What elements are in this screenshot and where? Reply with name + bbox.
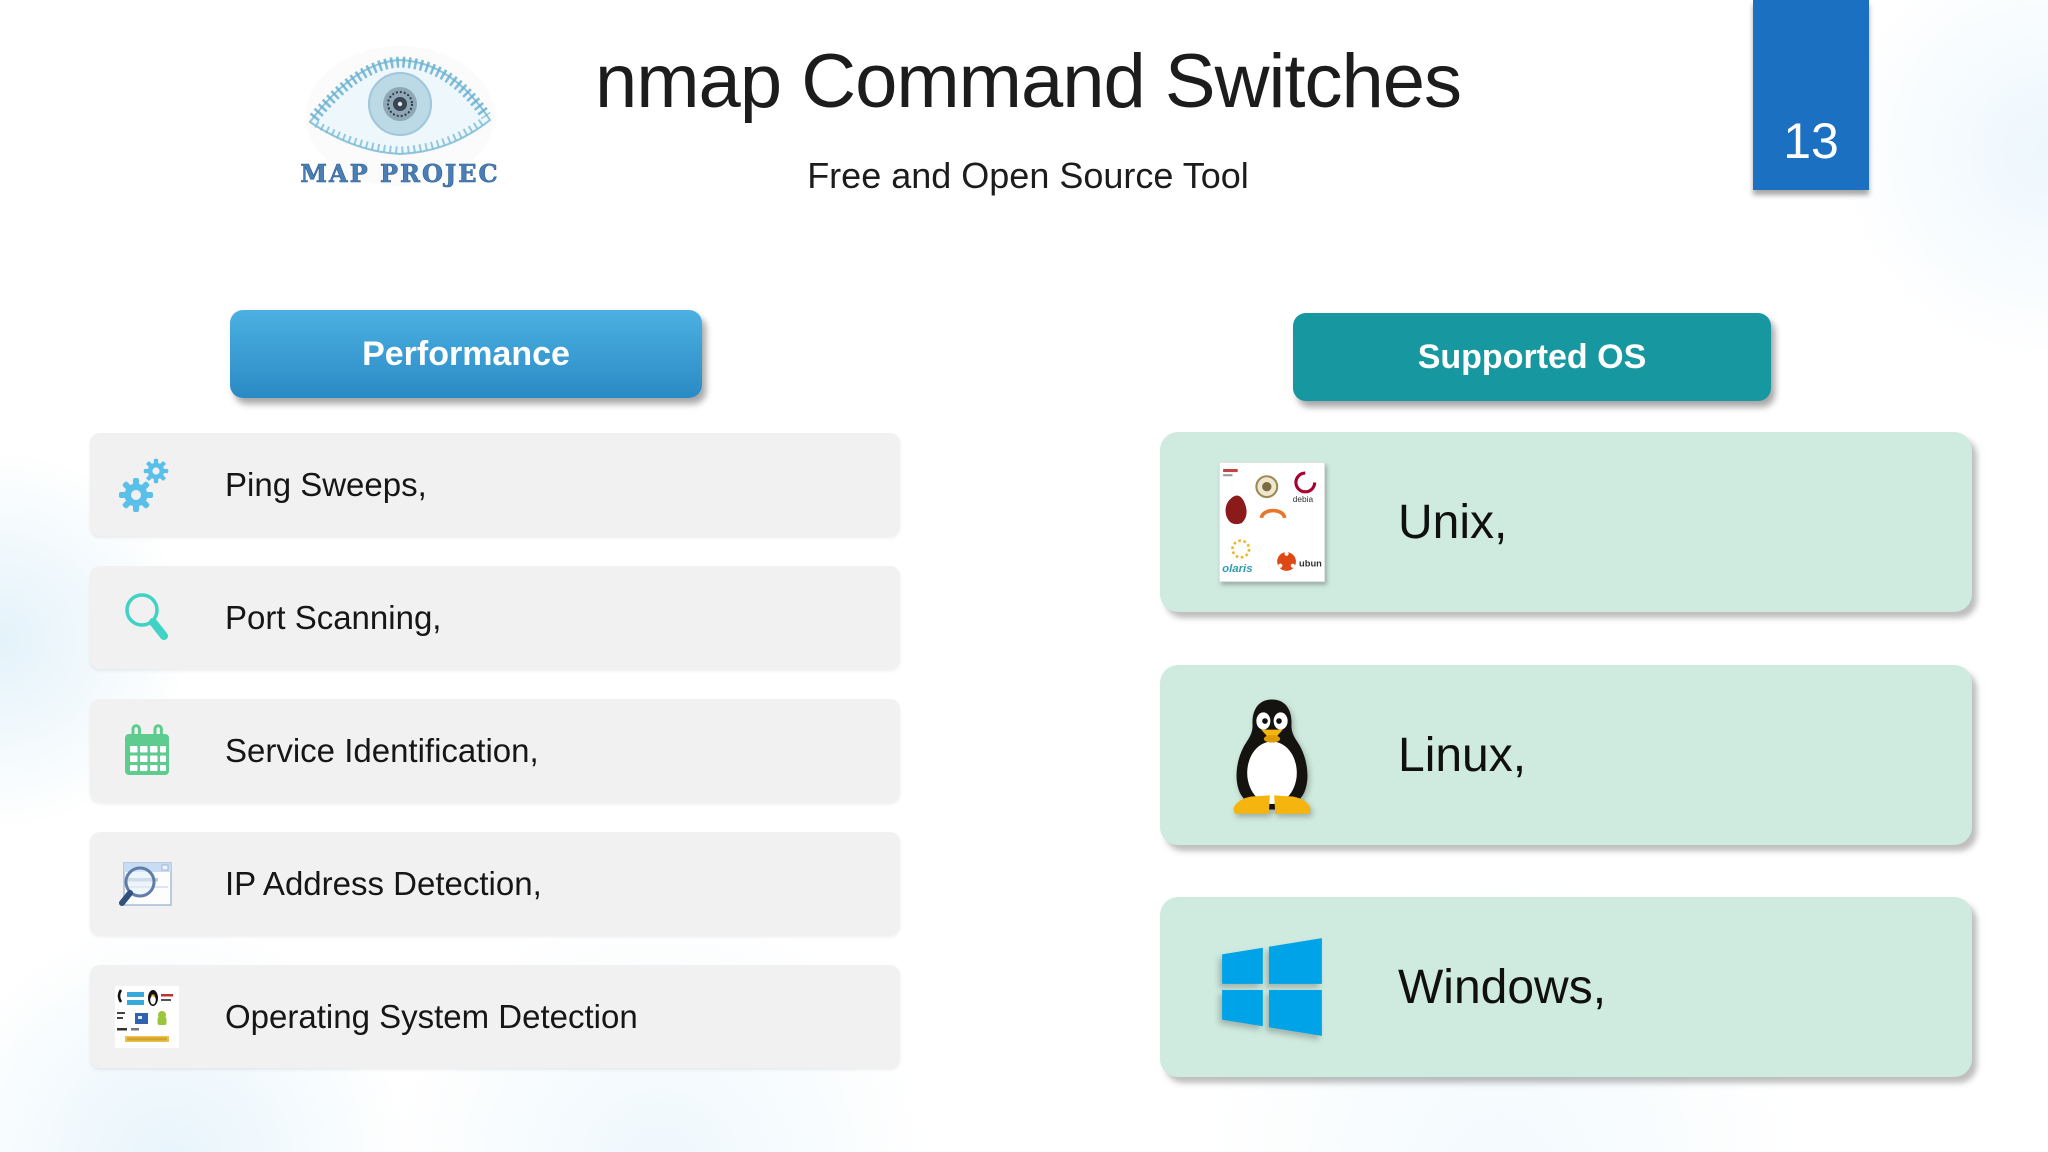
nmap-project-eye-logo: MAP PROJEC	[300, 42, 500, 194]
os-label: Unix,	[1398, 495, 1508, 549]
os-collage-icon	[115, 984, 179, 1050]
feature-row-port-scanning: Port Scanning,	[90, 566, 900, 669]
window-search-icon	[115, 851, 179, 917]
feature-row-os-detection: Operating System Detection	[90, 965, 900, 1068]
gears-icon	[115, 452, 179, 518]
logo-caption: MAP PROJEC	[300, 159, 499, 188]
supported-os-header-label: Supported OS	[1417, 337, 1647, 376]
debian-logo-text: debia	[1293, 494, 1314, 504]
performance-header-label: Performance	[362, 334, 570, 373]
ubuntu-logo-text: ubun	[1299, 559, 1322, 569]
page-subtitle: Free and Open Source Tool	[807, 155, 1249, 196]
supported-os-header: Supported OS	[1293, 313, 1771, 401]
eye-logo-graphic: MAP PROJEC	[300, 46, 499, 188]
feature-label: Ping Sweeps,	[225, 465, 427, 503]
os-label: Linux,	[1398, 728, 1527, 782]
os-card-windows: Windows,	[1160, 897, 1972, 1077]
unix-logos-icon: debia olaris ubun	[1216, 458, 1328, 586]
tux-penguin-icon	[1216, 691, 1328, 819]
feature-label: Service Identification,	[225, 731, 539, 769]
magnifier-icon	[115, 585, 179, 651]
os-card-unix: debia olaris ubun Unix,	[1160, 432, 1972, 612]
feature-label: Operating System Detection	[225, 997, 638, 1035]
os-label: Windows,	[1398, 960, 1607, 1014]
feature-row-service-identification: Service Identification,	[90, 699, 900, 802]
slide-header: nmap Command Switches Free and Open Sour…	[478, 38, 1578, 197]
slide-number-badge: 13	[1753, 0, 1869, 190]
feature-row-ping-sweeps: Ping Sweeps,	[90, 433, 900, 536]
solaris-logo-text: olaris	[1222, 563, 1253, 575]
windows-logo-icon	[1216, 923, 1328, 1051]
performance-header: Performance	[230, 310, 702, 398]
feature-label: IP Address Detection,	[225, 864, 542, 902]
feature-label: Port Scanning,	[225, 598, 442, 636]
page-title: nmap Command Switches	[594, 39, 1462, 124]
feature-row-ip-address-detection: IP Address Detection,	[90, 832, 900, 935]
calendar-icon	[115, 718, 179, 784]
os-card-linux: Linux,	[1160, 665, 1972, 845]
slide-number-value: 13	[1783, 113, 1839, 169]
